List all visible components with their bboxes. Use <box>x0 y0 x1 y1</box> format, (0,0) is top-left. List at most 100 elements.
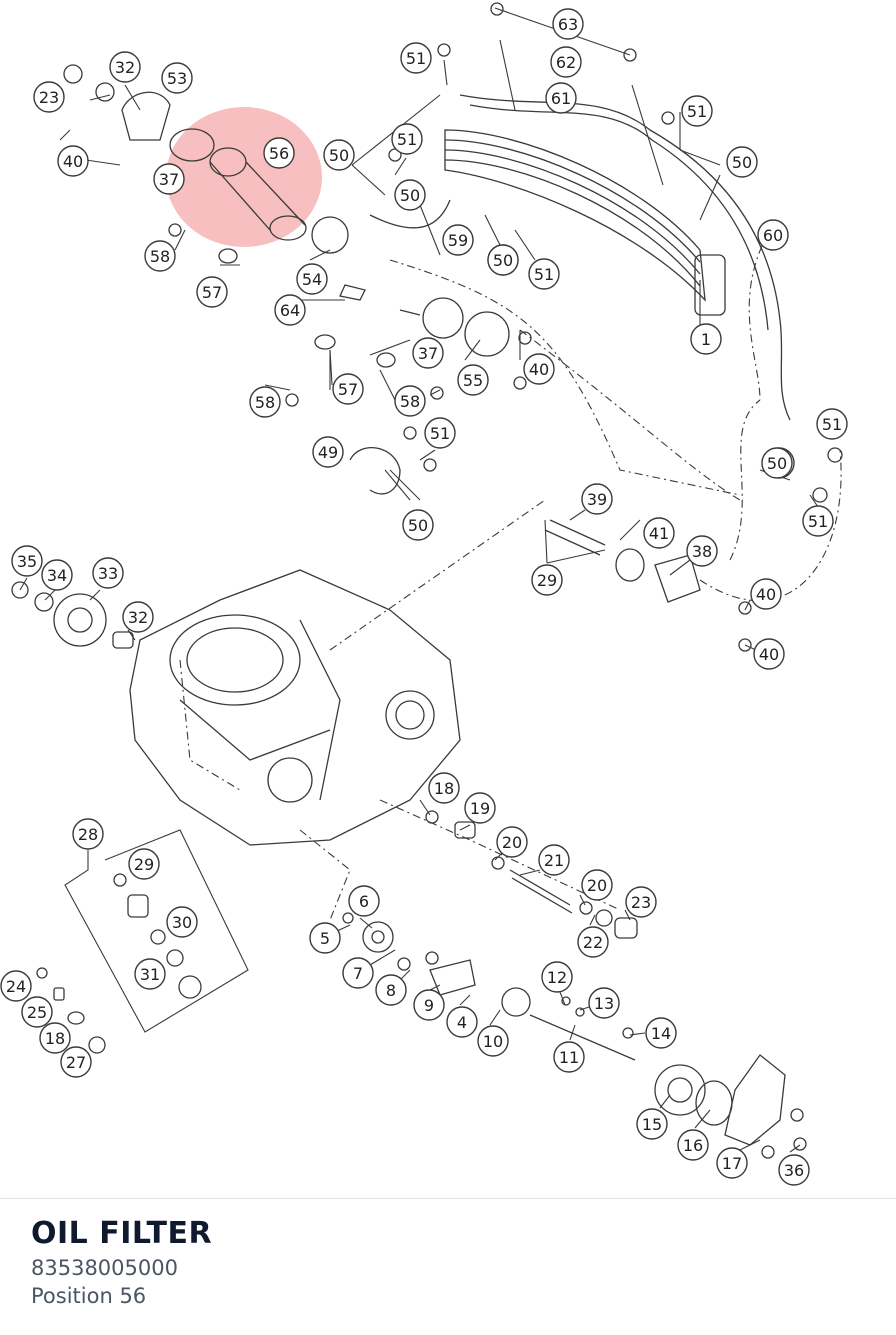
callout-circle <box>531 564 563 596</box>
radiator-fin <box>444 159 701 287</box>
o-ring <box>95 82 115 102</box>
callout-circle <box>477 1025 509 1057</box>
callout-number: 9 <box>424 996 434 1015</box>
callout-51: 51 <box>424 417 456 449</box>
callout-number: 50 <box>732 153 752 172</box>
callout-number: 50 <box>400 186 420 205</box>
callout-number: 56 <box>269 144 289 163</box>
plug <box>178 975 202 999</box>
leader-line <box>329 499 546 651</box>
callout-63: 63 <box>552 8 584 40</box>
callout-number: 30 <box>172 913 192 932</box>
callout-number: 15 <box>642 1115 662 1134</box>
bolt-head <box>490 2 504 16</box>
callout-circle <box>487 244 519 276</box>
callout-54: 54 <box>296 263 328 295</box>
pump-cover <box>724 1054 786 1146</box>
plug <box>88 1036 106 1054</box>
plug <box>454 821 476 839</box>
leader-line <box>384 469 411 501</box>
callout-circle <box>41 559 73 591</box>
callout-circle <box>686 535 718 567</box>
callout-13: 13 <box>588 987 620 1019</box>
callout-21: 21 <box>538 844 570 876</box>
part-position: Position 56 <box>31 1284 147 1308</box>
callout-number: 18 <box>434 779 454 798</box>
callout-number: 57 <box>202 283 222 302</box>
oil-filter-bottom <box>269 215 307 241</box>
callout-number: 51 <box>430 424 450 443</box>
pipe-fitting <box>399 309 421 316</box>
pin <box>561 996 571 1006</box>
bushing <box>112 631 134 649</box>
callout-circle <box>545 82 577 114</box>
callout-number: 36 <box>784 1161 804 1180</box>
leader-line <box>694 1109 711 1129</box>
callout-circle <box>57 145 89 177</box>
callout-number: 17 <box>722 1154 742 1173</box>
screw <box>513 376 527 390</box>
callout-number: 57 <box>338 380 358 399</box>
callout-19: 19 <box>464 792 496 824</box>
callout-number: 40 <box>759 645 779 664</box>
callout-circle <box>636 1108 668 1140</box>
callout-number: 61 <box>551 89 571 108</box>
callout-circle <box>457 364 489 396</box>
callout-51: 51 <box>400 42 432 74</box>
callout-circle <box>249 386 281 418</box>
callout-number: 53 <box>167 69 187 88</box>
callout-number: 39 <box>587 490 607 509</box>
gear-hub <box>371 930 385 944</box>
oil-line <box>549 519 606 546</box>
callout-32: 32 <box>109 51 141 83</box>
callout-circle <box>753 638 785 670</box>
callout-23: 23 <box>625 886 657 918</box>
callout-37: 37 <box>412 337 444 369</box>
callout-41: 41 <box>643 517 675 549</box>
washer <box>67 1011 85 1025</box>
callout-38: 38 <box>686 535 718 567</box>
o-ring <box>615 548 645 582</box>
radiator-fin <box>444 149 701 275</box>
callout-number: 8 <box>386 981 396 1000</box>
callout-circle <box>528 258 560 290</box>
leader-line <box>631 84 664 186</box>
leader-line <box>499 39 516 111</box>
callout-number: 63 <box>558 15 578 34</box>
callout-circle <box>166 906 198 938</box>
leader-line <box>619 519 641 541</box>
leader-line <box>659 1094 671 1109</box>
callout-number: 19 <box>470 799 490 818</box>
callout-number: 35 <box>17 552 37 571</box>
part-number: 83538005000 <box>31 1256 178 1280</box>
callout-number: 1 <box>701 330 711 349</box>
callout-circle <box>424 417 456 449</box>
banjo-hose <box>349 447 401 495</box>
callout-number: 37 <box>418 344 438 363</box>
diagram-canvas: 6362615151515050505050325323403756585754… <box>0 2 848 1186</box>
oil-line <box>544 529 601 556</box>
leader-line <box>19 577 28 591</box>
leader-line <box>124 84 141 111</box>
callout-circle <box>442 224 474 256</box>
callout-18: 18 <box>39 1022 71 1054</box>
callout-circle <box>552 8 584 40</box>
camshaft <box>511 877 573 914</box>
callout-57: 57 <box>196 276 228 308</box>
leader-line <box>351 164 386 196</box>
callout-circle <box>690 323 722 355</box>
callout-50: 50 <box>394 179 426 211</box>
leader-line <box>699 449 842 602</box>
seal-housing <box>311 216 349 254</box>
o-ring <box>150 929 166 945</box>
leader-line <box>379 369 396 401</box>
leader-line <box>544 519 548 564</box>
callout-circle <box>323 139 355 171</box>
leader-line <box>329 349 333 386</box>
callout-33: 33 <box>92 557 124 589</box>
crankcase-outline <box>129 569 461 846</box>
callout-40: 40 <box>753 638 785 670</box>
o-ring <box>595 909 613 927</box>
callout-circle <box>153 163 185 195</box>
washer <box>34 592 54 612</box>
